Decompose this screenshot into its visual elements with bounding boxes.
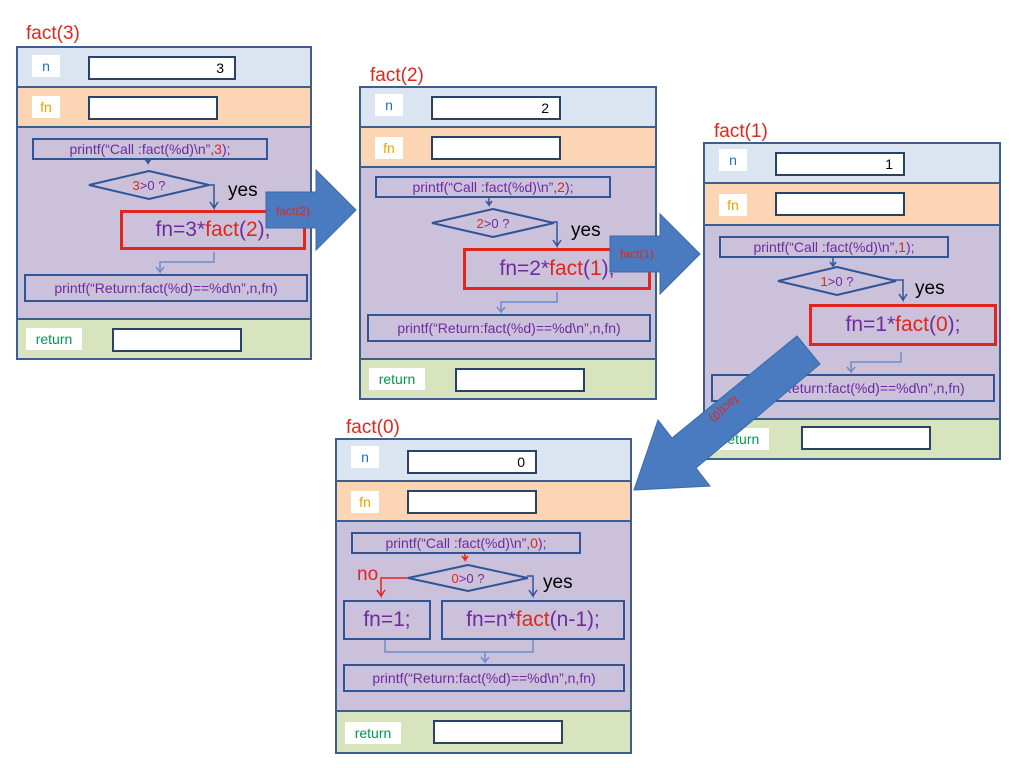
- n-band: n 1: [705, 144, 999, 184]
- no-label: no: [357, 564, 379, 585]
- stack-frame-fact3: n 3 fn printf(“Call :fact(%d)\n”, 3); 3>…: [16, 46, 312, 360]
- return-printf: printf(“Return:fact(%d)==%d\n”,n,fn): [367, 314, 651, 342]
- yes-label: yes: [915, 278, 945, 299]
- flow-lines: [485, 193, 562, 315]
- condition-diamond: 3>0 ?: [88, 170, 210, 200]
- condition-diamond: 2>0 ?: [431, 208, 555, 238]
- fn-value-box: [431, 136, 561, 160]
- fn-band: fn: [361, 128, 655, 168]
- return-label: return: [713, 428, 769, 450]
- return-band: return: [705, 420, 999, 458]
- frame-title-fact0: fact(0): [346, 417, 400, 438]
- n-band: n 3: [18, 48, 310, 88]
- return-value-box: [112, 328, 242, 352]
- yes-label: yes: [543, 572, 573, 593]
- return-printf: printf(“Return:fact(%d)==%d\n”,n,fn): [24, 274, 308, 302]
- flow-lines: [144, 153, 219, 275]
- return-value-box: [433, 720, 563, 744]
- frame-title-fact1: fact(1): [714, 121, 768, 142]
- n-label: n: [32, 55, 60, 77]
- code-band: printf(“Call :fact(%d)\n”, 3); 3>0 ? yes…: [18, 128, 310, 320]
- fn-band: fn: [337, 482, 630, 522]
- yes-label: yes: [571, 220, 601, 241]
- code-band: printf(“Call :fact(%d)\n”, 2); 2>0 ? yes…: [361, 168, 655, 360]
- call-printf: printf(“Call :fact(%d)\n”, 3);: [32, 138, 268, 160]
- code-band: printf(“Call :fact(%d)\n”, 1); 1>0 ? yes…: [705, 226, 999, 420]
- yes-label: yes: [228, 180, 258, 201]
- return-printf: printf(“Return:fact(%d)==%d\n”,n,fn): [343, 664, 625, 692]
- n-label: n: [351, 446, 379, 468]
- return-value-box: [801, 426, 931, 450]
- n-value-box: 3: [88, 56, 236, 80]
- fn-band: fn: [705, 184, 999, 226]
- code-band: printf(“Call :fact(%d)\n”, 0); 0>0 ? no …: [337, 522, 630, 712]
- n-band: n 2: [361, 88, 655, 128]
- flow-lines: [376, 548, 538, 665]
- fn-value-box: [775, 192, 905, 216]
- fn-label: fn: [719, 194, 747, 216]
- fn-label: fn: [375, 137, 403, 159]
- stack-frame-fact1: n 1 fn printf(“Call :fact(%d)\n”, 1); 1>…: [703, 142, 1001, 460]
- n-label: n: [719, 149, 747, 171]
- n-value-box: 0: [407, 450, 537, 474]
- flow-lines: [829, 254, 908, 375]
- return-label: return: [26, 328, 82, 350]
- return-band: return: [337, 712, 630, 752]
- return-label: return: [369, 368, 425, 390]
- stack-frame-fact2: n 2 fn printf(“Call :fact(%d)\n”, 2); 2>…: [359, 86, 657, 400]
- fn-value-box: [88, 96, 218, 120]
- n-value-box: 1: [775, 152, 905, 176]
- n-band: n 0: [337, 440, 630, 482]
- fn-band: fn: [18, 88, 310, 128]
- base-case-assign: fn=1;: [343, 600, 431, 640]
- return-band: return: [361, 360, 655, 398]
- call-arrow-label-fact1: fact(1): [620, 247, 655, 261]
- stack-frame-fact0: n 0 fn printf(“Call :fact(%d)\n”, 0); 0>…: [335, 438, 632, 754]
- recursive-assign: fn=1*fact(0);: [809, 304, 997, 346]
- fn-value-box: [407, 490, 537, 514]
- return-label: return: [345, 722, 401, 744]
- return-printf: printf(“Return:fact(%d)==%d\n”,n,fn): [711, 374, 995, 402]
- frame-title-fact3: fact(3): [26, 23, 80, 44]
- condition-diamond: 1>0 ?: [777, 266, 897, 296]
- call-printf: printf(“Call :fact(%d)\n”, 2);: [375, 176, 611, 198]
- return-value-box: [455, 368, 585, 392]
- call-arrow-label-fact2: fact(2): [276, 204, 311, 218]
- fn-label: fn: [32, 96, 60, 118]
- fn-label: fn: [351, 491, 379, 513]
- frame-title-fact2: fact(2): [370, 65, 424, 86]
- n-label: n: [375, 94, 403, 116]
- return-band: return: [18, 320, 310, 358]
- n-value-box: 2: [431, 96, 561, 120]
- call-printf: printf(“Call :fact(%d)\n”, 1);: [719, 236, 949, 258]
- call-printf: printf(“Call :fact(%d)\n”, 0);: [351, 532, 581, 554]
- condition-diamond: 0>0 ?: [407, 564, 529, 592]
- recursive-assign: fn=n*fact(n-1);: [441, 600, 625, 640]
